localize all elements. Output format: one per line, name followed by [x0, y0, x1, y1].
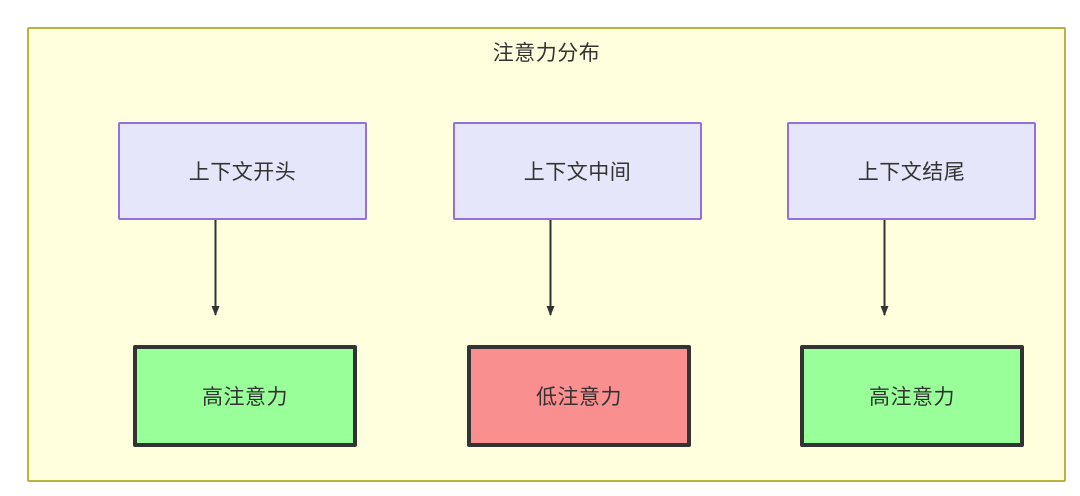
subgraph-title: 注意力分布: [492, 42, 601, 65]
node-high-attention-start-label: 高注意力: [202, 386, 288, 409]
node-high-attention-end-label: 高注意力: [869, 386, 955, 409]
node-context-start[interactable]: 上下文开头: [118, 122, 367, 220]
node-high-attention-start[interactable]: 高注意力: [133, 345, 357, 447]
node-low-attention-middle[interactable]: 低注意力: [467, 345, 691, 447]
node-low-attention-middle-label: 低注意力: [536, 386, 622, 409]
node-context-end[interactable]: 上下文结尾: [787, 122, 1036, 220]
node-context-start-label: 上下文开头: [188, 161, 297, 184]
attention-distribution-subgraph: 注意力分布 上下文开头 高注意力 上下文中间 低注意: [27, 27, 1066, 482]
node-context-middle[interactable]: 上下文中间: [453, 122, 702, 220]
node-context-middle-label: 上下文中间: [523, 161, 632, 184]
node-context-end-label: 上下文结尾: [857, 161, 966, 184]
node-high-attention-end[interactable]: 高注意力: [800, 345, 1024, 447]
